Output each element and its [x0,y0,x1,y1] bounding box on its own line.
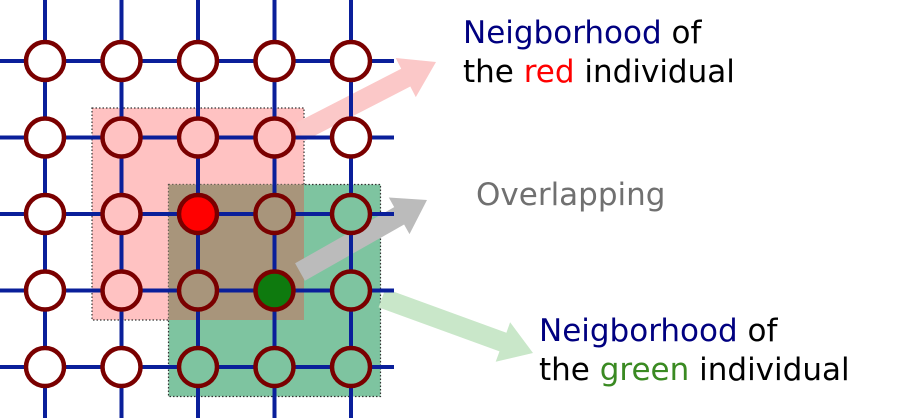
red-neighborhood-line2: the red individual [463,53,735,92]
green-neighbor-node [253,345,296,389]
red-individual-node [176,192,220,236]
green-neighbor-node [329,345,373,389]
pointer-arrows [295,58,533,362]
lattice-node [253,39,296,83]
of-word: of [737,313,778,349]
red-neighborhood-label: Neigborhood of the red individual [463,14,735,92]
lattice-node [23,269,67,312]
red-neighbor-node [253,116,296,159]
green-neighborhood-arrow [378,288,533,362]
lattice-node [23,39,67,83]
green-neighborhood-label: Neigborhood of the green individual [539,312,850,390]
individual-word: individual [574,54,735,90]
red-neighborhood-arrow [295,58,436,141]
neighborhood-word: Neigborhood [463,15,662,51]
green-word: green [599,352,690,388]
green-neighbor-node [176,345,220,389]
overlap-label: Overlapping [476,176,665,215]
overlap-node [253,192,296,236]
lattice-node [23,116,67,159]
red-neighbor-node [100,116,143,159]
red-neighbor-node [100,269,143,312]
red-neighborhood-line1: Neigborhood of [463,14,735,53]
lattice-node [23,192,67,236]
neighborhood-word: Neigborhood [539,313,738,349]
overlapping-word: Overlapping [476,177,666,213]
red-neighbor-node [176,116,220,159]
overlap-arrow [295,197,427,281]
individual-word: individual [689,352,850,388]
lattice-node [100,345,143,389]
green-neighbor-node [329,192,373,236]
green-individual-node [253,269,296,312]
overlap-node [176,269,220,312]
green-neighborhood-line2: the green individual [539,351,850,390]
lattice-node [176,39,220,83]
red-word: red [523,54,575,90]
the-word: the [463,54,524,90]
lattice-nodes [23,39,373,389]
lattice-node [100,39,143,83]
of-word: of [661,15,702,51]
lattice-node [329,116,373,159]
green-neighborhood-line1: Neigborhood of [539,312,850,351]
green-neighbor-node [329,269,373,312]
red-neighbor-node [100,192,143,236]
lattice-node [329,39,373,83]
the-word: the [539,352,600,388]
lattice-node [23,345,67,389]
